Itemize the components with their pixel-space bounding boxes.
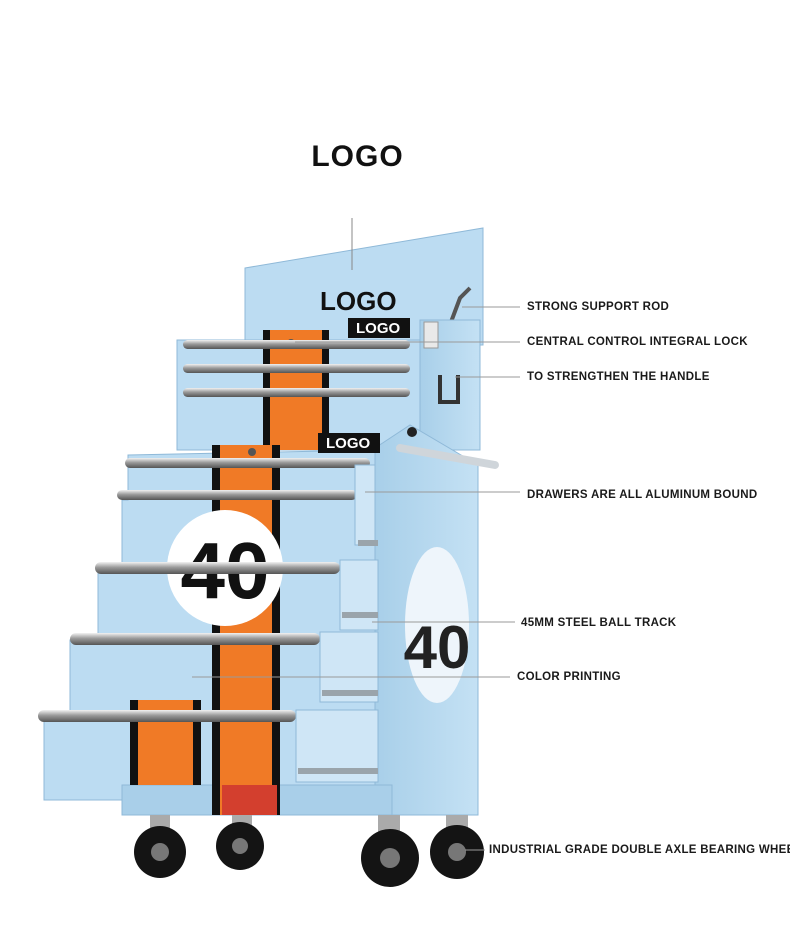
top-drawer-handle-1[interactable] <box>183 340 410 349</box>
support-rod <box>446 286 472 331</box>
ball-track-2 <box>342 612 378 618</box>
callout-color-printing: COLOR PRINTING <box>517 671 621 683</box>
number-disc-side <box>405 547 469 703</box>
callout-support-rod: STRONG SUPPORT ROD <box>527 301 670 313</box>
drawer-handle-5[interactable] <box>38 710 296 722</box>
callout-handle: TO STRENGTHEN THE HANDLE <box>527 371 710 383</box>
lid-logo: LOGO <box>320 286 397 316</box>
drawer-handle-1[interactable] <box>125 458 370 468</box>
ball-track-3 <box>322 690 378 696</box>
top-lid: LOGO <box>244 218 484 346</box>
drawer-handle-2[interactable] <box>117 490 357 500</box>
callout-ball-track: 45MM STEEL BALL TRACK <box>521 617 677 629</box>
badge-logo-top: LOGO <box>356 320 400 337</box>
bottom-cabinet: 40 40 LOGO <box>38 424 499 816</box>
header-logo-title: LOGO <box>311 140 404 173</box>
wheels <box>134 815 484 887</box>
callout-drawers-aluminum: DRAWERS ARE ALL ALUMINUM BOUND <box>527 489 758 501</box>
push-handle[interactable] <box>396 444 499 469</box>
number-side: 40 <box>404 614 471 681</box>
leader-lines <box>192 306 520 851</box>
ball-track-1 <box>358 540 378 546</box>
ball-track-4 <box>298 768 378 774</box>
drawer-handle-4[interactable] <box>70 633 320 645</box>
badge-logo-bottom: LOGO <box>326 435 370 452</box>
bottom-lock[interactable] <box>248 448 256 456</box>
top-chest: LOGO <box>176 318 481 451</box>
top-drawer-handle-2[interactable] <box>183 364 410 373</box>
drawer-handle-3[interactable] <box>95 562 340 574</box>
callout-wheel: INDUSTRIAL GRADE DOUBLE AXLE BEARING WHE… <box>489 844 790 856</box>
top-drawer-handle-3[interactable] <box>183 388 410 397</box>
side-handle[interactable] <box>438 375 460 404</box>
callout-central-lock: CENTRAL CONTROL INTEGRAL LOCK <box>527 336 748 348</box>
